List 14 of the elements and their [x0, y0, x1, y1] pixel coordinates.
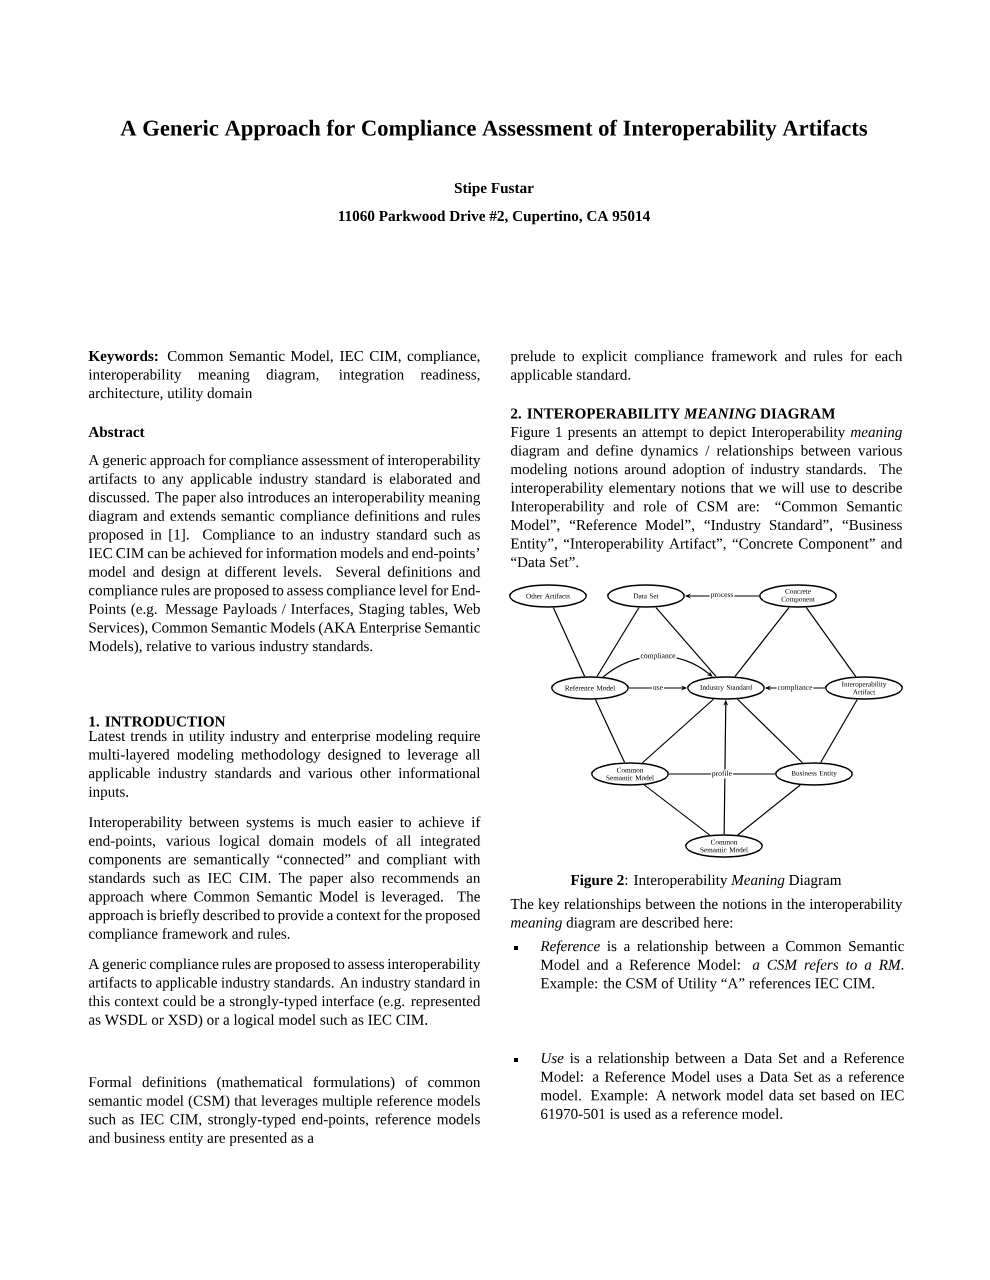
paper-title: A Generic Approach for Compliance Assessment of Interoperability Artifacts: [120, 119, 868, 141]
connector-line: [594, 699, 626, 763]
connector-line: [820, 698, 858, 764]
connector-line: [643, 784, 711, 836]
connector-line: [596, 606, 640, 678]
connector-line: [737, 784, 801, 836]
connector-line: [668, 773, 776, 775]
connector-line: [805, 606, 857, 678]
connector-line: [641, 698, 715, 764]
connector-line: [655, 606, 717, 678]
connector-line: [736, 698, 804, 764]
connector-line: [552, 607, 586, 677]
connector-line: [734, 606, 790, 678]
arrow: [602, 655, 713, 678]
